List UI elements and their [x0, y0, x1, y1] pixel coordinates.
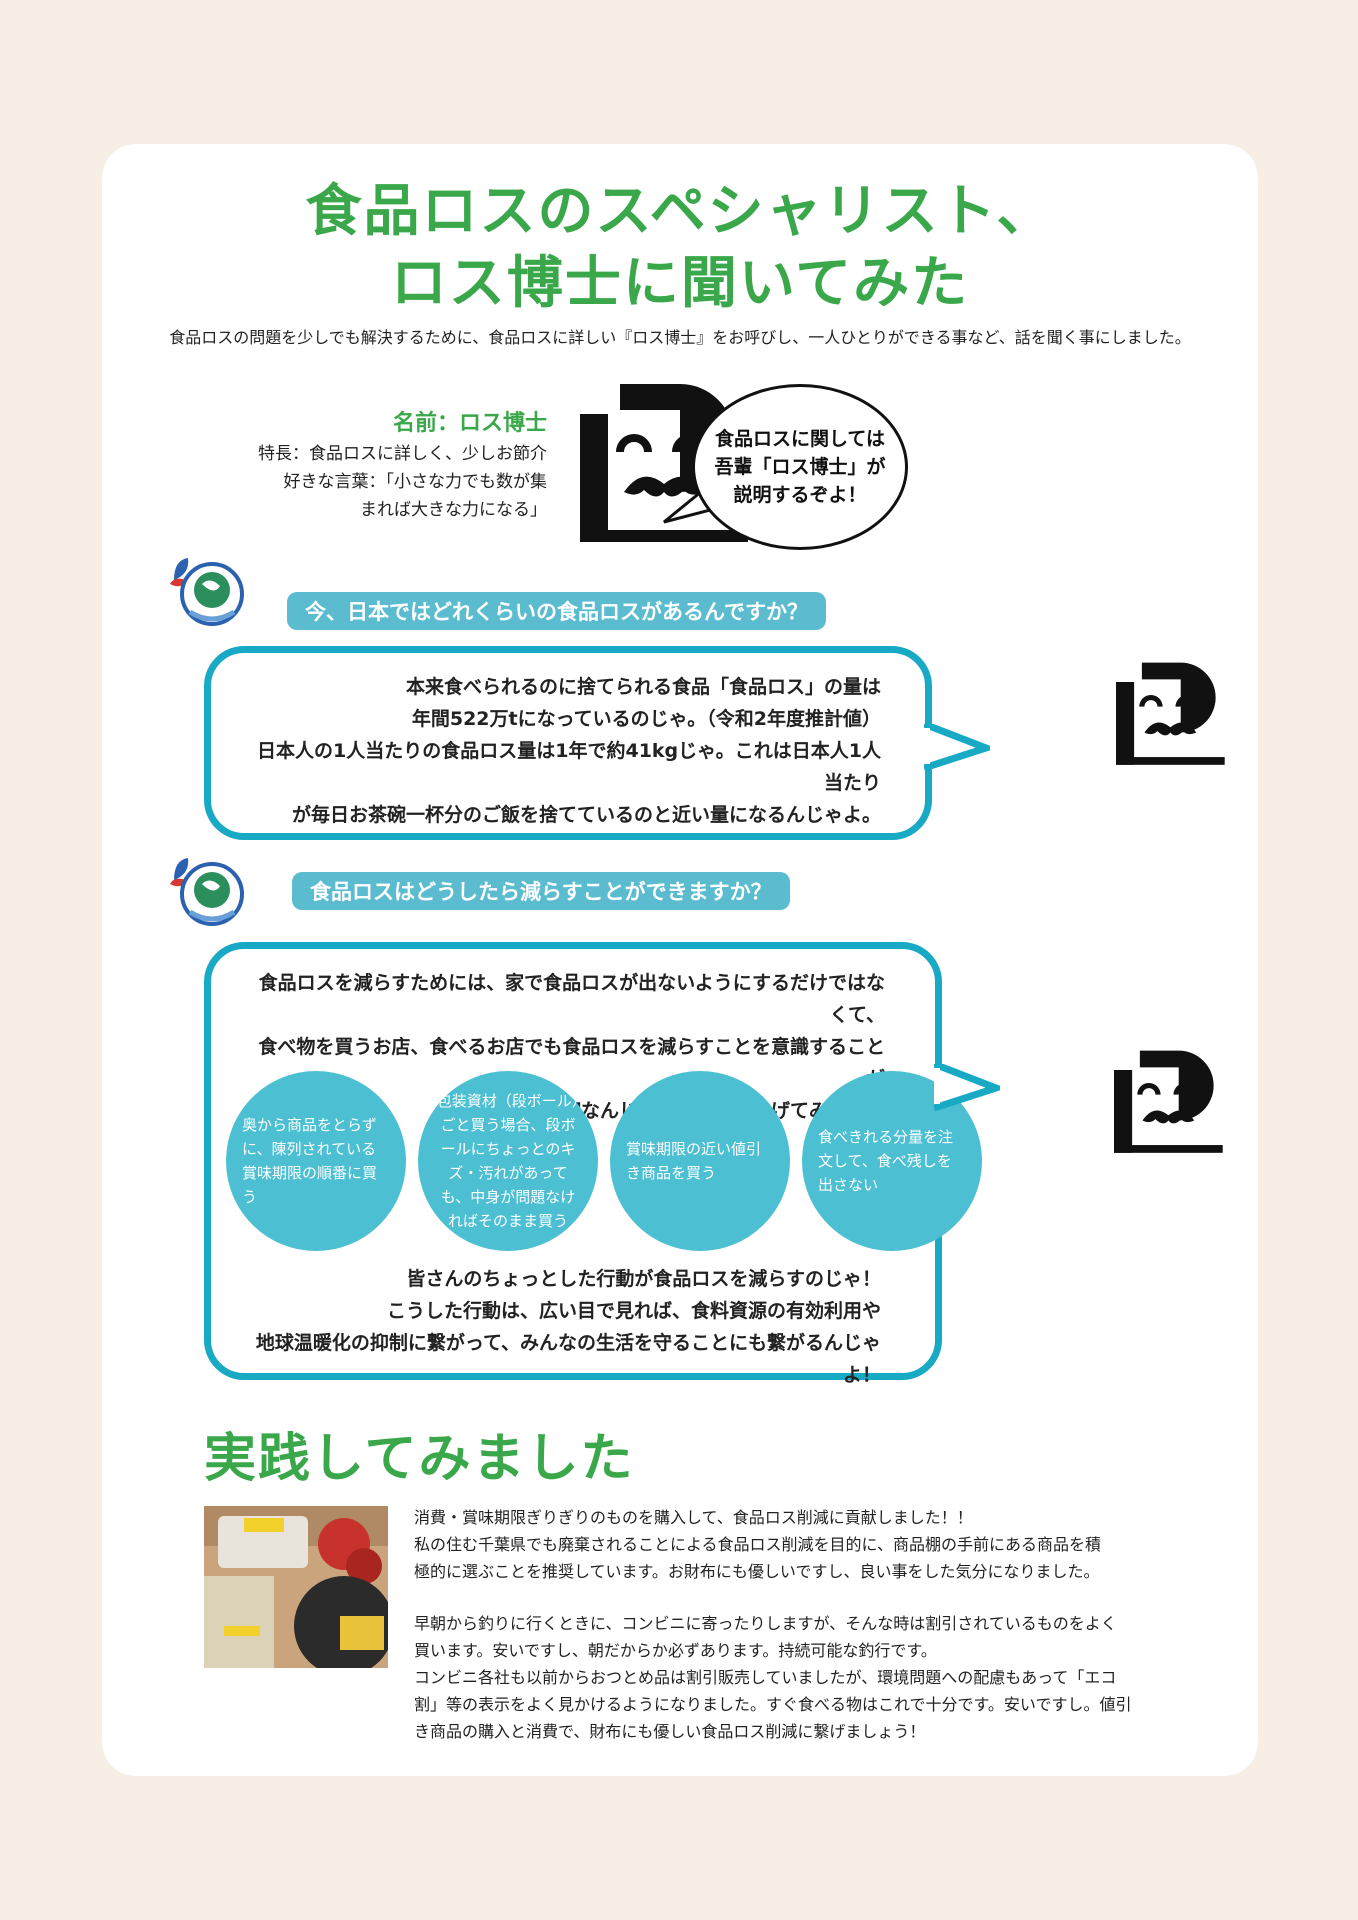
- answer-2-bottom-line-3: 地球温暖化の抑制に繋がって、みんなの生活を守ることにも繋がるんじゃよ！: [255, 1332, 881, 1386]
- professor-mascot-small-2-icon: [1114, 1050, 1223, 1153]
- practice-p2-line-1: 早朝から釣りに行くときに、コンビニに寄ったりしますが、そんな時は割引されているも…: [414, 1614, 1117, 1633]
- tip-circle-3-text: 賞味期限の近い値引き商品を買う: [626, 1140, 762, 1182]
- food-photo: [204, 1506, 388, 1668]
- profile: 名前：ロス博士 特長：食品ロスに詳しく、少しお節介 好きな言葉：「小さな力でも数…: [202, 408, 547, 524]
- question-1-label: 今、日本ではどれくらいの食品ロスがあるんですか？: [287, 592, 826, 630]
- answer-2-bottom-line-2: こうした行動は、広い目で見れば、食料資源の有効利用や: [386, 1300, 881, 1322]
- tip-circle-3: 賞味期限の近い値引き商品を買う: [610, 1071, 790, 1251]
- practice-p1-line-1: 消費・賞味期限ぎりぎりのものを購入して、食品ロス削減に貢献しました！！: [414, 1508, 973, 1527]
- practice-p1-line-2: 私の住む千葉県でも廃棄されることによる食品ロス削減を目的に、商品棚の手前にある商…: [414, 1535, 1102, 1554]
- answer-1-line-2: 年間522万tになっているのじゃ。（令和2年度推計値）: [411, 708, 881, 730]
- speech-bubble: 食品ロスに関しては 吾輩「ロス博士」が 説明するぞよ！: [692, 384, 908, 550]
- lead-text: 食品ロスの問題を少しでも解決するために、食品ロスに詳しい『ロス博士』をお呼びし、…: [169, 328, 1191, 347]
- profile-phrase-2: まれば大きな力になる」: [360, 500, 547, 520]
- speech-line-3: 説明するぞよ！: [733, 484, 867, 506]
- profile-phrase-1: 好きな言葉：「小さな力でも数が集: [283, 472, 548, 492]
- answer-2-bottom-line-1: 皆さんのちょっとした行動が食品ロスを減らすのじゃ！: [406, 1268, 881, 1290]
- profile-name: 名前：ロス博士: [392, 411, 547, 436]
- practice-p2-line-3: コンビニ各社も以前からおつとめ品は割引販売していましたが、環境問題への配慮もあっ…: [414, 1668, 1117, 1687]
- content-card: 食品ロスのスペシャリスト、 ロス博士に聞いてみた 食品ロスの問題を少しでも解決す…: [102, 144, 1258, 1776]
- tip-circle-1: 奥から商品をとらずに、陳列されている賞味期限の順番に買う: [226, 1071, 406, 1251]
- answer-2-line-1: 食品ロスを減らすためには、家で食品ロスが出ないようにするだけではなくて、: [258, 972, 885, 1026]
- answer-1-line-3: 日本人の1人当たりの食品ロス量は1年で約41kgじゃ。これは日本人1人当たり: [257, 740, 881, 794]
- tip-circle-4-text: 食べきれる分量を注文して、食べ残しを出さない: [818, 1128, 954, 1194]
- answer-1-line-1: 本来食べられるのに捨てられる食品「食品ロス」の量は: [405, 676, 881, 698]
- practice-paragraph-2: 早朝から釣りに行くときに、コンビニに寄ったりしますが、そんな時は割引されているも…: [414, 1610, 1214, 1745]
- bubble-tail-1-icon: [924, 724, 990, 772]
- speech-line-2: 吾輩「ロス博士」が: [714, 456, 886, 478]
- answer-2-bubble: 食品ロスを減らすためには、家で食品ロスが出ないようにするだけではなくて、 食べ物…: [204, 942, 982, 1386]
- answer-1-line-4: が毎日お茶碗一杯分のご飯を捨てているのと近い量になるんじゃよ。: [291, 804, 881, 826]
- globe-logo-2-icon: [170, 858, 244, 926]
- practice-paragraph-1: 消費・賞味期限ぎりぎりのものを購入して、食品ロス削減に貢献しました！！ 私の住む…: [414, 1504, 1214, 1585]
- bubble-tail-2-icon: [934, 1064, 1000, 1112]
- page-title-line-1: 食品ロスのスペシャリスト、: [305, 179, 1055, 244]
- practice-p2-line-2: 買います。安いですし、朝だからか必ずあります。持続可能な釣行です。: [414, 1641, 937, 1660]
- professor-mascot-small-1-icon: [1116, 662, 1225, 765]
- speech-line-1: 食品ロスに関しては: [714, 428, 886, 450]
- page-title-line-2: ロス博士に聞いてみた: [390, 251, 970, 316]
- practice-p2-line-5: き商品の購入と消費で、財布にも優しい食品ロス削減に繋げましょう！: [414, 1722, 926, 1741]
- profile-feature: 特長：食品ロスに詳しく、少しお節介: [258, 444, 547, 464]
- practice-title: 実践してみました: [204, 1429, 635, 1489]
- tip-circle-2-text: 包装資材（段ボール）ごと買う場合、段ボールにちょっとのキズ・汚れがあっても、中身…: [436, 1092, 580, 1230]
- practice-p1-line-3: 極的に選ぶことを推奨しています。お財布にも優しいですし、良い事をした気分になりま…: [414, 1562, 1100, 1581]
- question-2-label: 食品ロスはどうしたら減らすことができますか？: [292, 872, 790, 910]
- practice-p2-line-4: 割」等の表示をよく見かけるようになりました。すぐ食べる物はこれで十分です。安いで…: [414, 1695, 1132, 1714]
- globe-logo-icon: [170, 558, 244, 626]
- answer-1-bubble: 本来食べられるのに捨てられる食品「食品ロス」の量は 年間522万tになっているの…: [204, 646, 932, 840]
- tip-circle-2: 包装資材（段ボール）ごと買う場合、段ボールにちょっとのキズ・汚れがあっても、中身…: [418, 1071, 598, 1251]
- tip-circle-1-text: 奥から商品をとらずに、陳列されている賞味期限の順番に買う: [242, 1116, 378, 1206]
